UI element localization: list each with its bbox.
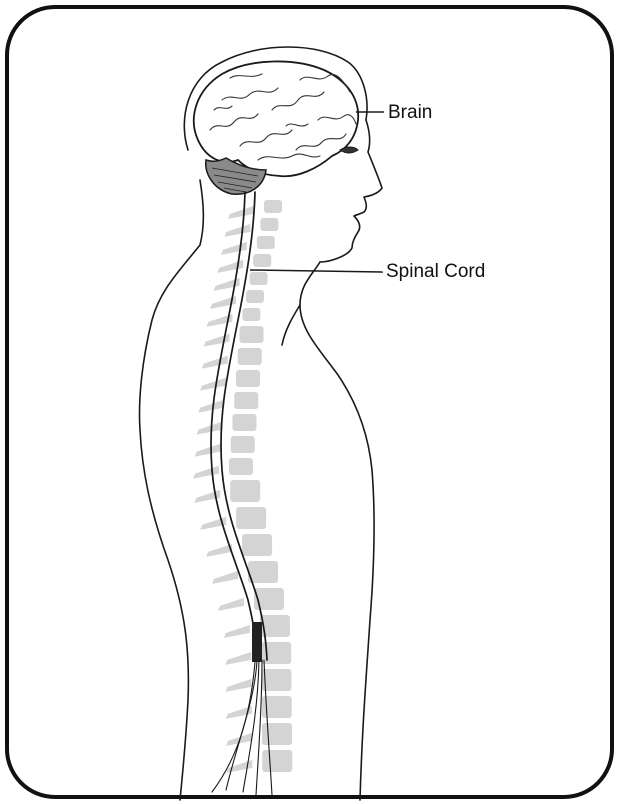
vertebra <box>261 669 291 691</box>
vertebra <box>234 392 258 409</box>
vertebra <box>246 290 264 303</box>
vertebra <box>262 750 292 772</box>
vertebra <box>262 723 292 745</box>
vertebra <box>231 436 255 453</box>
vertebra <box>253 254 271 267</box>
vertebra <box>248 561 278 583</box>
vertebra <box>229 458 253 475</box>
vertebra <box>264 200 282 213</box>
vertebra <box>250 272 268 285</box>
cord-terminus <box>252 622 262 662</box>
vertebra <box>232 414 256 431</box>
vertebra <box>242 308 260 321</box>
vertebra <box>240 326 264 343</box>
brain-label: Brain <box>388 102 432 123</box>
vertebra <box>260 218 278 231</box>
vertebra <box>257 236 275 249</box>
vertebra <box>230 480 260 502</box>
vertebra <box>242 534 272 556</box>
vertebra <box>236 507 266 529</box>
spinal-cord-label: Spinal Cord <box>386 261 485 282</box>
vertebra <box>238 348 262 365</box>
vertebra <box>236 370 260 387</box>
